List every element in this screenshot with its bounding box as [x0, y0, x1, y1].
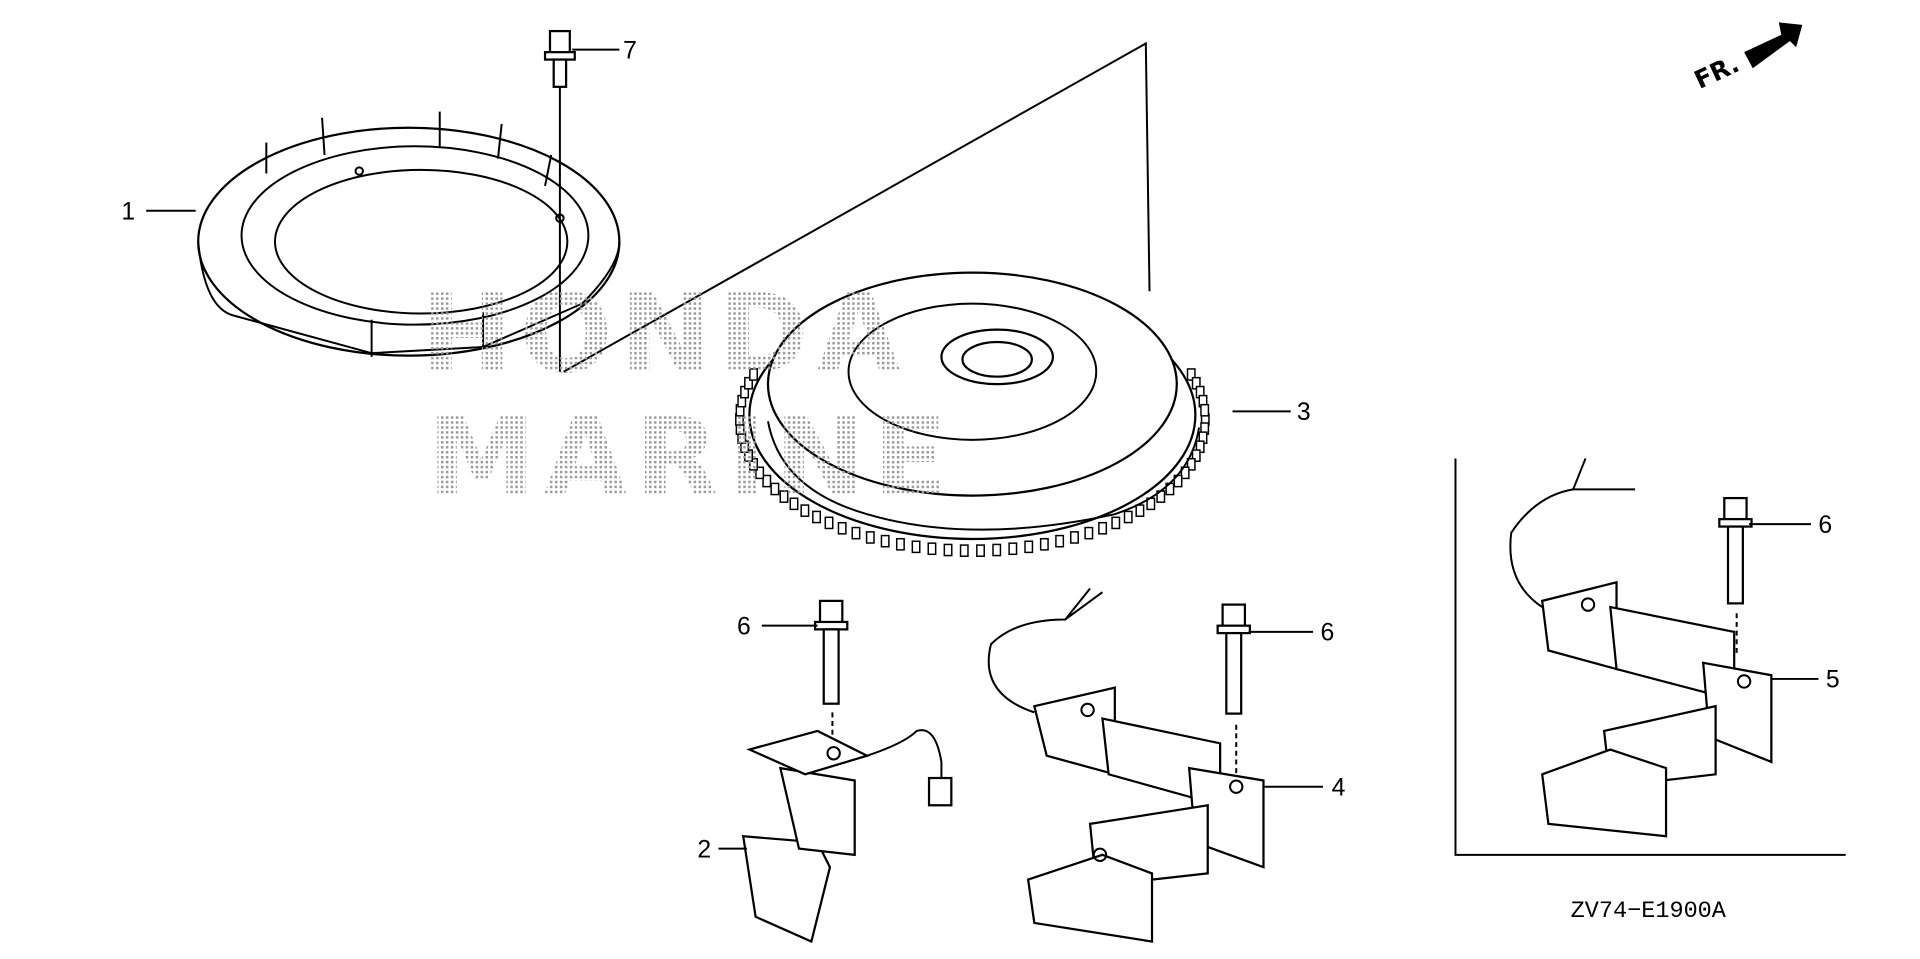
ring-gear-tooth — [812, 510, 822, 524]
ring-gear-tooth — [1084, 526, 1094, 540]
diagram-code: ZV74−E1900A — [1571, 898, 1727, 925]
ring-gear-tooth — [779, 490, 789, 503]
ring-gear-tooth — [943, 543, 953, 557]
ring-gear-tooth — [744, 376, 753, 390]
ring-gear-tooth — [1135, 504, 1145, 517]
ring-gear-tooth — [927, 542, 937, 556]
callout-number: 3 — [1297, 399, 1311, 426]
callout-number: 6 — [1320, 620, 1334, 647]
ring-gear-tooth — [1024, 540, 1034, 554]
arrow-icon — [1744, 22, 1803, 69]
ring-gear-tooth — [1055, 534, 1065, 548]
callout-7[interactable]: 7 — [572, 37, 637, 64]
front-direction-indicator: FR. — [1690, 22, 1803, 95]
callout-2[interactable]: 2 — [697, 836, 747, 863]
flange-bolt — [1718, 496, 1753, 605]
callout-6[interactable]: 6 — [1248, 620, 1335, 647]
ring-gear-tooth — [1186, 368, 1196, 381]
ring-gear-tooth — [800, 504, 810, 517]
ring-gear-tooth — [824, 516, 834, 530]
ring-gear-tooth — [865, 531, 875, 544]
ring-gear-tooth — [749, 368, 759, 381]
pulser-coil — [741, 729, 953, 944]
callout-number: 6 — [1818, 512, 1832, 539]
flywheel-cover-ring — [197, 111, 621, 357]
callout-5[interactable]: 5 — [1771, 667, 1840, 694]
ring-gear-tooth — [1180, 466, 1190, 480]
ring-gear-tooth — [895, 537, 905, 551]
watermark-line-2: MARINE — [427, 395, 955, 522]
front-label: FR. — [1690, 49, 1744, 95]
callout-number: 6 — [737, 613, 751, 640]
ring-gear-tooth — [789, 497, 799, 511]
flange-bolt — [1216, 603, 1251, 715]
charge-coil — [987, 587, 1265, 943]
flange-bolt — [543, 29, 576, 88]
ring-gear-tooth — [851, 526, 861, 540]
callout-6[interactable]: 6 — [737, 613, 818, 640]
ring-gear-tooth — [1070, 531, 1079, 544]
callout-number: 7 — [623, 37, 637, 64]
ring-gear-tooth — [959, 544, 969, 557]
callout-number: 5 — [1826, 667, 1840, 694]
ring-gear-tooth — [1039, 537, 1049, 551]
ring-gear-tooth — [770, 482, 780, 496]
ring-gear-tooth — [911, 540, 921, 554]
callout-number: 1 — [121, 198, 135, 225]
watermark: HONDA MARINE — [421, 271, 955, 522]
watermark-line-1: HONDA — [421, 271, 908, 398]
ring-gear-tooth — [1186, 458, 1196, 471]
ring-gear-tooth — [1191, 449, 1201, 462]
callout-number: 2 — [697, 836, 711, 863]
ring-gear-tooth — [1123, 510, 1133, 524]
ring-gear-tooth — [976, 544, 985, 557]
ring-gear-tooth — [1111, 516, 1121, 530]
ring-gear-tooth — [992, 543, 1002, 557]
flange-bolt — [813, 599, 849, 705]
ring-gear-tooth — [880, 534, 890, 548]
ring-gear-tooth — [1098, 521, 1108, 535]
callout-number: 4 — [1332, 774, 1346, 801]
callout-1[interactable]: 1 — [121, 198, 196, 225]
callout-4[interactable]: 4 — [1263, 774, 1346, 801]
ring-gear-tooth — [762, 474, 772, 488]
ring-gear-tooth — [749, 458, 759, 471]
callout-6[interactable]: 6 — [1749, 512, 1832, 539]
ring-gear-tooth — [755, 466, 765, 480]
flywheel — [735, 271, 1210, 557]
charge-coil-inset — [1454, 458, 1846, 856]
callout-3[interactable]: 3 — [1232, 399, 1311, 426]
ring-gear-tooth — [1008, 542, 1018, 556]
ring-gear-tooth — [1200, 403, 1210, 417]
ring-gear-tooth — [837, 521, 847, 535]
